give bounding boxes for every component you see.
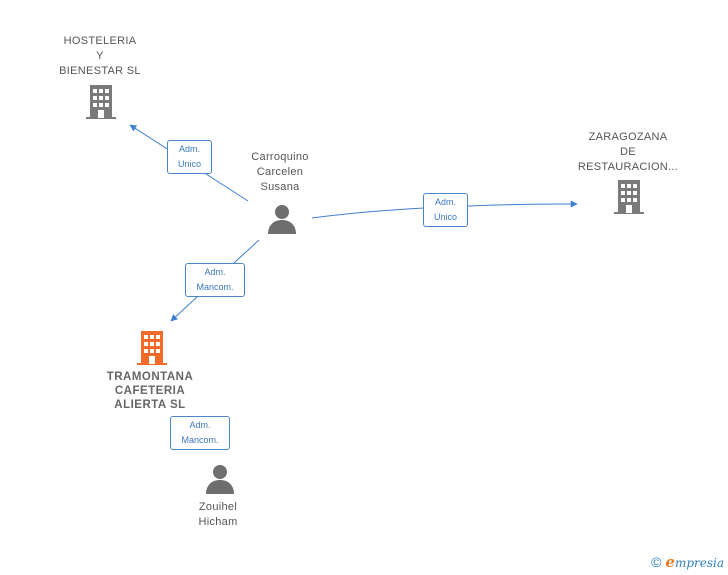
- edge-badge-carroquino-hosteleria[interactable]: Adm. Unico: [167, 140, 212, 174]
- node-label-line: BIENESTAR SL: [59, 65, 141, 77]
- node-label-zaragozana[interactable]: ZARAGOZANA DE RESTAURACION...: [568, 130, 688, 175]
- edge-badge-line: Adm.: [189, 420, 211, 430]
- node-label-line: TRAMONTANA: [106, 371, 194, 383]
- edge-badge-line: Adm.: [204, 267, 226, 277]
- edge-badge-carroquino-zaragozana[interactable]: Adm. Unico: [423, 193, 468, 227]
- footer-brand: © empresia: [651, 553, 724, 571]
- building-icon[interactable]: [84, 84, 118, 120]
- brand-initial: e: [665, 553, 675, 571]
- node-label-line: Carcelen: [256, 166, 304, 178]
- edge-badge-line: Unico: [433, 212, 457, 222]
- copyright-icon: ©: [651, 554, 662, 570]
- building-icon[interactable]: [135, 330, 169, 366]
- edge-badge-line: Mancom.: [181, 435, 219, 445]
- edge-badge-zouihel-tramontana[interactable]: Adm. Mancom.: [170, 416, 230, 450]
- node-label-line: Y: [96, 50, 104, 62]
- edge-badge-line: Mancom.: [196, 282, 234, 292]
- person-icon[interactable]: [204, 463, 236, 495]
- node-label-line: Zouihel: [198, 501, 238, 513]
- edge-badge-line: Unico: [177, 159, 201, 169]
- brand-name: mpresia: [674, 556, 724, 570]
- building-icon[interactable]: [612, 179, 646, 215]
- person-icon[interactable]: [266, 203, 298, 235]
- node-label-zouihel[interactable]: Zouihel Hicham: [168, 500, 268, 530]
- node-label-line: ALIERTA SL: [114, 399, 186, 411]
- node-label-line: RESTAURACION...: [577, 161, 679, 173]
- node-label-line: ZARAGOZANA: [588, 131, 668, 143]
- node-label-line: HOSTELERIA: [63, 35, 137, 47]
- edge-badge-line: Adm.: [434, 197, 456, 207]
- node-label-line: DE: [620, 146, 636, 158]
- node-label-line: CAFETERIA: [114, 385, 186, 397]
- node-label-carroquino[interactable]: Carroquino Carcelen Susana: [220, 150, 340, 195]
- node-label-line: Carroquino: [251, 151, 309, 163]
- node-label-line: Susana: [260, 181, 300, 193]
- node-label-tramontana[interactable]: TRAMONTANA CAFETERIA ALIERTA SL: [85, 370, 215, 412]
- node-label-line: Hicham: [198, 516, 238, 528]
- brand-logo[interactable]: empresia: [665, 553, 724, 571]
- edge-badge-carroquino-tramontana[interactable]: Adm. Mancom.: [185, 263, 245, 297]
- edge-badge-line: Adm.: [178, 144, 200, 154]
- node-label-hosteleria[interactable]: HOSTELERIA Y BIENESTAR SL: [40, 34, 160, 79]
